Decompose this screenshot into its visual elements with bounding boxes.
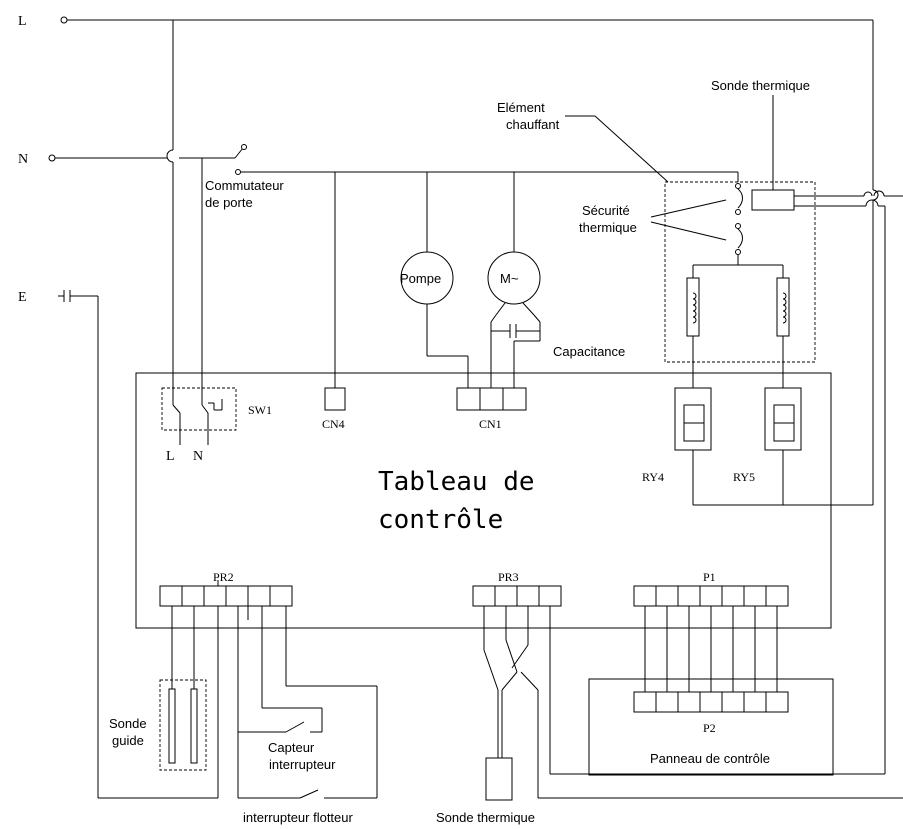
door-switch [234, 147, 244, 159]
thermal-safety-label: Sécurité [582, 203, 630, 218]
pr3-connector [472, 585, 562, 607]
p1-connector [633, 585, 789, 607]
thermal-probe-top-label: Sonde thermique [711, 78, 810, 93]
pr3-label: PR3 [498, 570, 519, 584]
thermal-probe-bottom-label: Sonde thermique [436, 810, 535, 825]
probe-guide-label-2: guide [112, 733, 144, 748]
heater-element-right [776, 277, 790, 337]
control-panel [588, 606, 834, 776]
motor-symbol [487, 251, 541, 305]
pr2-connector [159, 585, 293, 607]
terminal-n-label: N [18, 152, 28, 167]
door-switch-label-2: de porte [205, 195, 253, 210]
heater-assembly [565, 95, 903, 774]
sw1-l-label: L [166, 449, 175, 464]
terminal-l-point [60, 16, 68, 24]
ry4-label: RY4 [642, 470, 664, 484]
switch-wiring [237, 606, 378, 799]
p2-label: P2 [703, 721, 716, 735]
p1-label: P1 [703, 570, 716, 584]
float-switch [299, 789, 319, 799]
cn1-connector [456, 387, 527, 411]
pr3-wiring [483, 606, 903, 801]
sensor-switch-label: Capteur [268, 740, 315, 755]
motor-label: M~ [500, 271, 519, 286]
terminal-e-label: E [18, 290, 27, 305]
supply-lines [48, 16, 879, 799]
heater-label-2: chauffant [506, 117, 560, 132]
capacitance-label: Capacitance [553, 344, 625, 359]
loads [334, 172, 541, 388]
cn4-connector [324, 387, 346, 411]
sensor-switch [285, 721, 305, 733]
heater-label: Elément [497, 100, 545, 115]
cn4-label: CN4 [322, 417, 345, 431]
sw1-label: SW1 [248, 403, 272, 417]
thermal-probe-top-symbol [751, 189, 795, 211]
sensor-switch-label-2: interrupteur [269, 757, 336, 772]
float-switch-label: interrupteur flotteur [243, 810, 354, 825]
probe-guide [159, 606, 207, 771]
pr2-label: PR2 [213, 570, 234, 584]
heater-dashed-box [664, 181, 816, 363]
control-panel-label: Panneau de contrôle [650, 751, 770, 766]
ry5-label: RY5 [733, 470, 755, 484]
thermal-probe-bottom-symbol [485, 757, 513, 801]
door-switch-label: Commutateur [205, 178, 284, 193]
sw1-n-label: N [193, 449, 203, 464]
terminal-n-point [48, 154, 56, 162]
terminal-l-label: L [18, 14, 27, 29]
probe-guide-label: Sonde [109, 716, 147, 731]
board-title: Tableau de [378, 467, 535, 497]
thermal-safety-label-2: thermique [579, 220, 637, 235]
heater-element-left [686, 277, 700, 337]
pump-label: Pompe [400, 271, 441, 286]
relays [674, 387, 873, 506]
sw1 [161, 387, 237, 445]
cn1-label: CN1 [479, 417, 502, 431]
board-title-2: contrôle [378, 505, 503, 535]
